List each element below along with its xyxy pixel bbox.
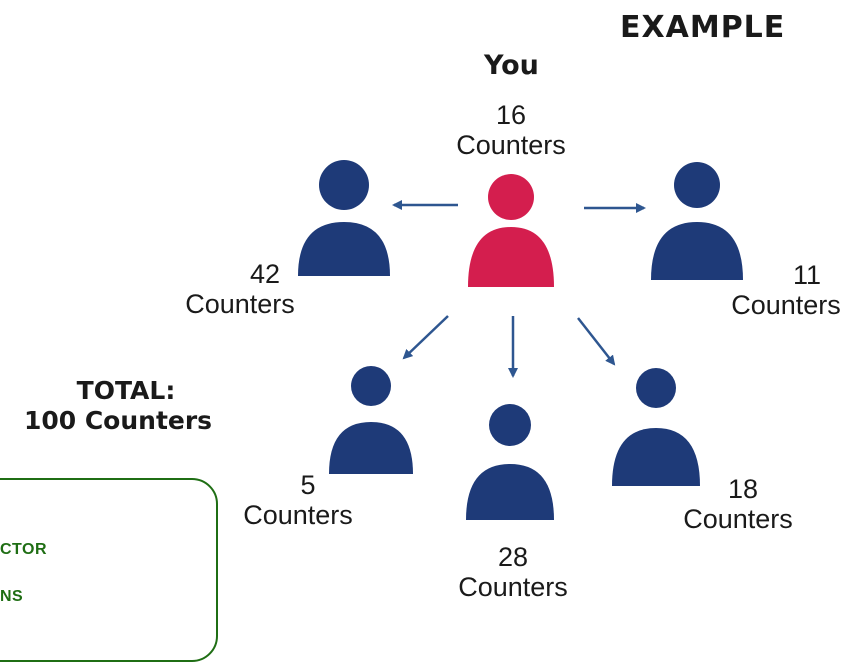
total-label: TOTAL: 100 Counters [0,376,236,436]
note-box [0,478,218,662]
arrows [392,200,646,378]
diagram-title: EXAMPLE [620,10,786,45]
right-person-icon [651,162,743,280]
bottom-right-count-number: 18 [727,474,759,504]
you-label: You [484,50,539,81]
bottom-right-count: 18 Counters [658,474,818,534]
right-count-unit: Counters [731,290,841,320]
left-count: 42 Counters [160,259,320,319]
left-count-unit: Counters [185,289,295,319]
right-count-number: 11 [792,260,822,290]
bottom-mid-person-icon [466,404,554,520]
bottom-right-count-unit: Counters [683,504,793,534]
bottom-left-count-number: 5 [300,470,316,500]
note-text-line1: CTOR [0,541,48,558]
note-text-line2: NS [0,588,24,605]
bottom-mid-count-number: 28 [497,542,529,572]
right-count: 11 Counters [706,260,866,320]
arrow-to-bottom-left [402,315,449,360]
bottom-left-count: 5 Counters [218,470,378,530]
bottom-left-person-icon [329,366,413,474]
bottom-right-person-icon [612,368,700,486]
you-count-number: 16 [495,100,527,130]
left-count-number: 42 [249,259,281,289]
bottom-mid-count: 28 Counters [433,542,593,602]
you-person-icon [468,174,554,287]
bottom-mid-count-unit: Counters [458,572,568,602]
bottom-left-count-unit: Counters [243,500,353,530]
left-person-icon [298,160,390,276]
you-count: 16 Counters [436,100,586,160]
total-label-line1: TOTAL: [76,376,176,405]
arrow-to-bottom-right [577,317,616,366]
total-label-line2: 100 Counters [23,406,213,435]
you-count-unit: Counters [456,130,566,160]
